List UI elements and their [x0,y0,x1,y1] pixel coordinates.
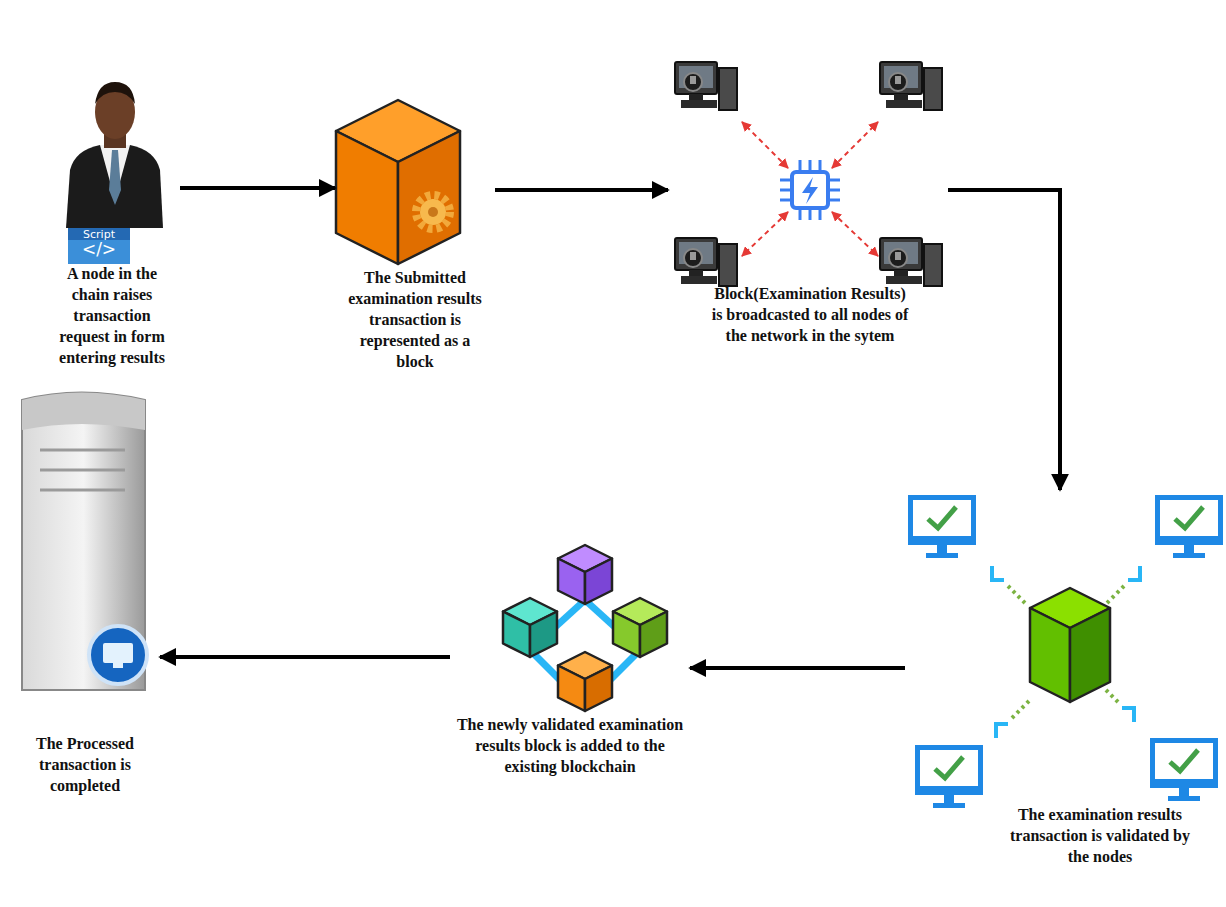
cube-face [1070,608,1110,702]
icon-space [10,385,160,733]
step-node: The Processed transaction is completed [10,385,160,796]
validation-icon [908,495,1223,808]
flow-arrow [948,190,1060,490]
person-icon [66,82,163,264]
step-caption: The Submitted examination results transa… [340,267,490,372]
icon-space [335,95,495,267]
cube-face [530,612,557,658]
cube-face [585,666,612,712]
icon-space [668,25,948,283]
step-node: The Submitted examination results transa… [335,95,495,372]
icon-space [450,540,690,714]
cube-face [613,612,640,658]
flow-arrow [160,655,450,659]
cube-face [640,612,667,658]
step-node: Block(Examination Results) is broadcaste… [668,25,948,346]
step-caption: The Processed transaction is completed [10,733,160,796]
network-icon [675,62,942,286]
cube-face [336,131,398,264]
flow-arrow [690,666,905,670]
step-caption: The newly validated examination results … [450,714,690,777]
step-caption: Block(Examination Results) is broadcaste… [710,283,910,346]
step-node: The newly validated examination results … [450,540,690,777]
step-caption: The examination results transaction is v… [1010,804,1190,867]
cube-face [398,131,460,264]
flow-arrow [180,186,335,190]
icon-label: </> [82,240,116,259]
flow-arrow [495,188,668,192]
gear-icon [416,195,450,229]
cube-face [585,559,612,605]
cube-face [1030,608,1070,702]
server-icon [22,393,147,691]
cube-face [503,612,530,658]
cube-face [558,559,585,605]
step-caption: A node in the chain raises transaction r… [50,263,175,368]
step-node: A node in the chain raises transaction r… [45,85,180,368]
cube-face [558,666,585,712]
step-node: The examination results transaction is v… [905,490,1222,867]
icon-space [905,490,1222,804]
